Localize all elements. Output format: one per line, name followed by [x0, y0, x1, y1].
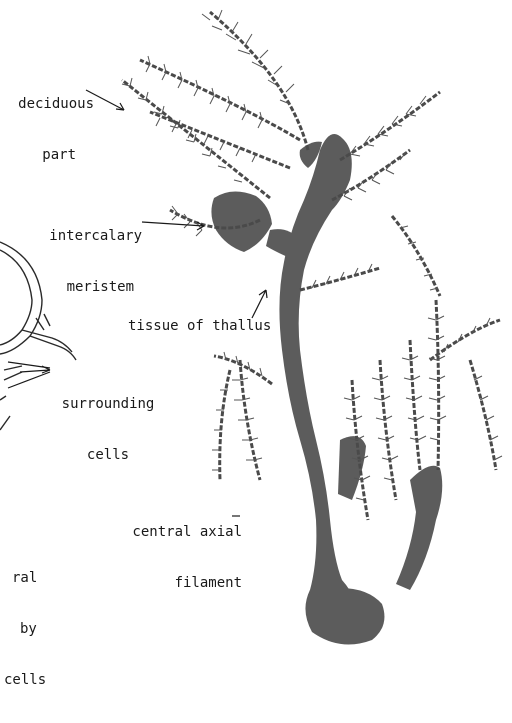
leader-tissue-of-thallus	[252, 290, 266, 318]
label-partial-cut-text: ral by cells	[0, 536, 46, 723]
label-deciduous-part: deciduous part	[10, 62, 94, 198]
label-partial-line2: by	[0, 621, 46, 638]
label-surrounding-line2: cells	[56, 447, 160, 464]
label-deciduous-line1: deciduous	[10, 96, 94, 113]
label-surrounding-cells: surrounding cells	[56, 362, 160, 498]
label-partial-line1: ral	[0, 570, 46, 587]
label-intercalary-line1: intercalary	[24, 228, 142, 245]
label-central-axial-line2: filament	[112, 575, 242, 592]
label-deciduous-line2: part	[10, 147, 94, 164]
label-intercalary-meristem: intercalary meristem	[24, 194, 142, 330]
thallus-stem	[211, 134, 442, 645]
label-intercalary-line2: meristem	[24, 279, 142, 296]
label-tissue-of-thallus: tissue of thallus	[128, 318, 271, 335]
label-central-axial-line1: central axial	[112, 524, 242, 541]
label-central-axial-filament: central axial filament	[112, 490, 242, 626]
label-surrounding-line1: surrounding	[56, 396, 160, 413]
diagram-canvas: deciduous part intercalary meristem tiss…	[0, 0, 512, 658]
label-partial-line3: cells	[0, 672, 46, 689]
